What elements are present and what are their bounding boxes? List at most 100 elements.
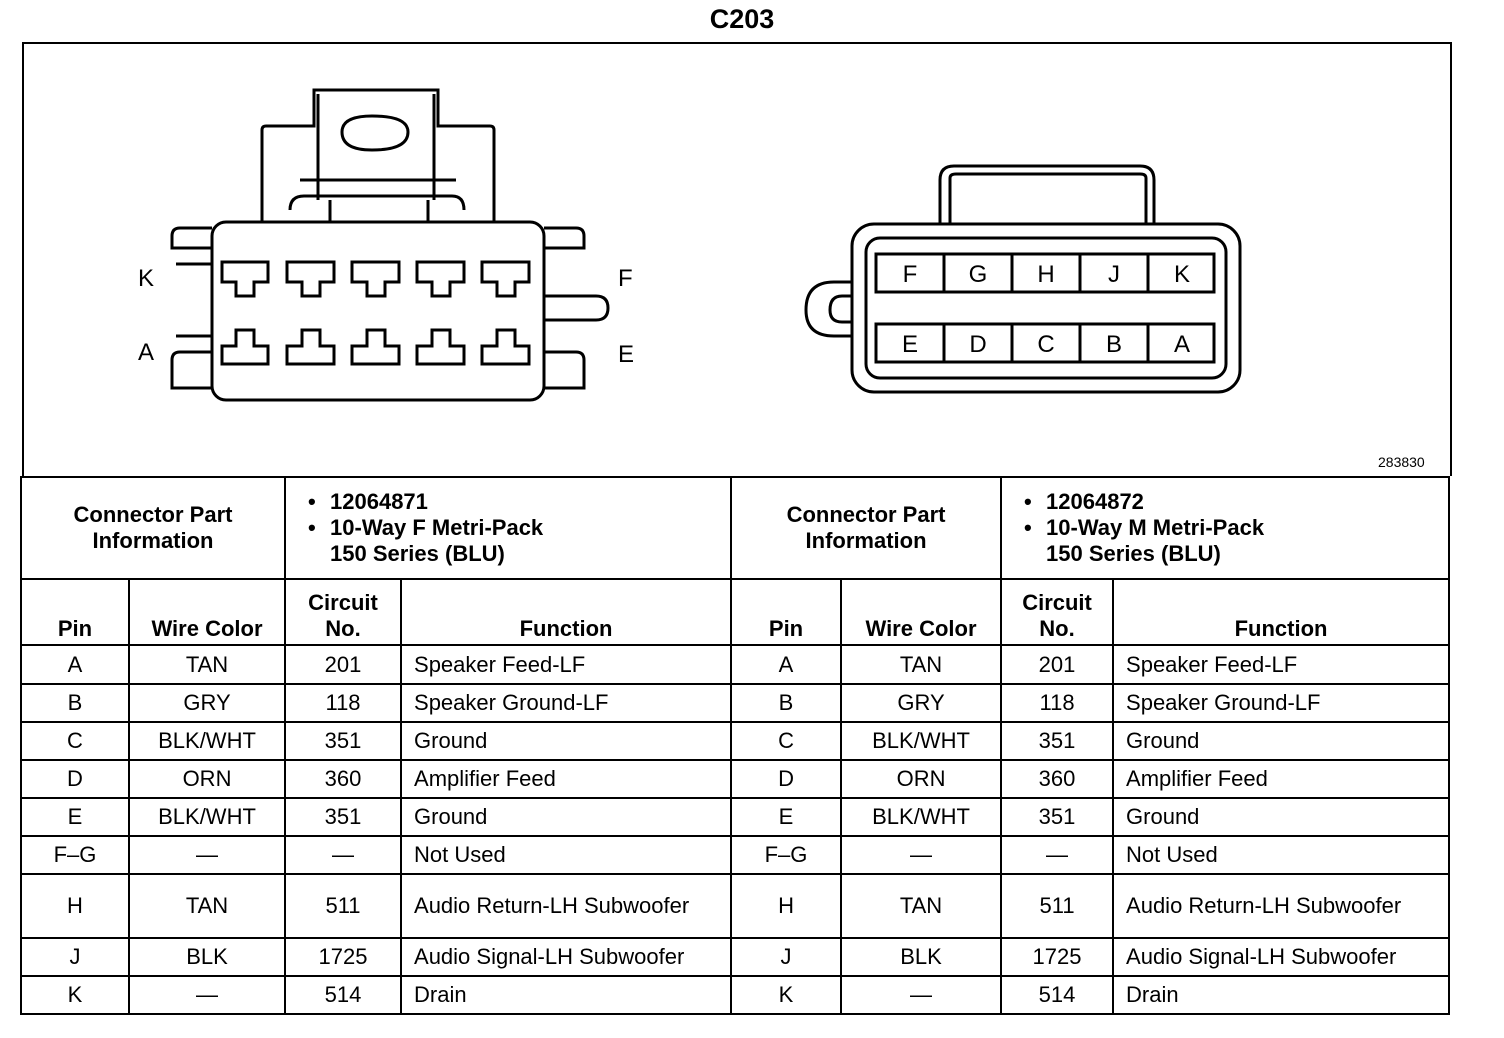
function-cell: Ground xyxy=(400,797,733,837)
function-cell: Audio Return-LH Subwoofer xyxy=(1112,873,1451,939)
function-cell: Speaker Ground-LF xyxy=(1112,683,1451,723)
pin-cell: D xyxy=(730,759,843,799)
wire-color-cell: — xyxy=(127,975,287,1015)
male-pin-label: J xyxy=(1108,261,1120,288)
male-connector-labels: F G H J K E D C B A xyxy=(902,261,1190,358)
circuit-cell: 351 xyxy=(284,721,403,761)
connector-illustrations: K A F E F G H J K E D C B A xyxy=(138,88,1242,402)
part-description: 10-Way M Metri-Pack xyxy=(1046,515,1265,540)
column-header-row: Pin Wire Color Circuit No. Function Pin … xyxy=(20,578,1451,646)
wire-color-cell: BLK/WHT xyxy=(127,797,287,837)
female-label-f: F xyxy=(618,265,633,292)
connector-part-info-label: Connector Part Information xyxy=(730,476,1003,580)
circuit-cell: 511 xyxy=(1000,873,1115,939)
function-cell: Audio Return-LH Subwoofer xyxy=(400,873,733,939)
circuit-cell: 1725 xyxy=(284,937,403,977)
female-connector xyxy=(170,88,610,402)
part-number: 12064871 xyxy=(330,489,428,514)
wire-color-cell: BLK/WHT xyxy=(127,721,287,761)
wire-color-cell: TAN xyxy=(840,873,1003,939)
wire-color-cell: — xyxy=(840,835,1003,875)
male-pin-label: E xyxy=(902,331,918,358)
function-cell: Ground xyxy=(1112,721,1451,761)
wire-color-cell: GRY xyxy=(840,683,1003,723)
pin-cell: E xyxy=(730,797,843,837)
connector-part-info-label: Connector Part Information xyxy=(19,476,287,580)
part-series: 150 Series (BLU) xyxy=(1046,541,1221,566)
wire-color-cell: GRY xyxy=(127,683,287,723)
pin-cell: B xyxy=(20,683,130,723)
pin-cell: C xyxy=(730,721,843,761)
figure-reference-id: 283830 xyxy=(1378,454,1425,470)
part-description: 10-Way F Metri-Pack xyxy=(330,515,544,540)
circuit-cell: 201 xyxy=(1000,644,1115,685)
pin-cell: J xyxy=(730,937,843,977)
circuit-cell: 118 xyxy=(284,683,403,723)
pin-cell: F–G xyxy=(730,835,843,875)
header-pin: Pin xyxy=(20,578,130,646)
wire-color-cell: — xyxy=(127,835,287,875)
circuit-cell: 118 xyxy=(1000,683,1115,723)
pin-cell: A xyxy=(730,644,843,685)
pin-cell: H xyxy=(730,873,843,939)
circuit-cell: 351 xyxy=(284,797,403,837)
function-cell: Speaker Ground-LF xyxy=(400,683,733,723)
pinout-table: Connector Part Information •12064871 •10… xyxy=(19,476,1451,1015)
function-cell: Not Used xyxy=(1112,835,1451,875)
wire-color-cell: BLK xyxy=(840,937,1003,977)
pin-cell: H xyxy=(20,873,130,939)
circuit-cell: 360 xyxy=(284,759,403,799)
pin-cell: K xyxy=(730,975,843,1015)
circuit-cell: 201 xyxy=(284,644,403,685)
wire-color-cell: BLK xyxy=(127,937,287,977)
male-connector xyxy=(804,164,1242,394)
male-pin-label: F xyxy=(903,261,918,288)
pin-cell: E xyxy=(20,797,130,837)
function-cell: Audio Signal-LH Subwoofer xyxy=(1112,937,1451,977)
connector-diagram-frame xyxy=(22,42,1452,476)
wire-color-cell: BLK/WHT xyxy=(840,721,1003,761)
circuit-cell: 511 xyxy=(284,873,403,939)
header-function: Function xyxy=(400,578,733,646)
pin-cell: F–G xyxy=(20,835,130,875)
function-cell: Speaker Feed-LF xyxy=(400,644,733,685)
circuit-cell: — xyxy=(1000,835,1115,875)
header-pin: Pin xyxy=(730,578,843,646)
header-wire-color: Wire Color xyxy=(127,578,287,646)
function-cell: Drain xyxy=(400,975,733,1015)
header-function: Function xyxy=(1112,578,1451,646)
function-cell: Ground xyxy=(1112,797,1451,837)
wire-color-cell: TAN xyxy=(840,644,1003,685)
header-circuit: Circuit No. xyxy=(284,578,403,646)
male-pin-label: A xyxy=(1174,331,1190,358)
circuit-cell: 351 xyxy=(1000,797,1115,837)
part-info-row: Connector Part Information •12064871 •10… xyxy=(19,476,1451,580)
header-circuit: Circuit No. xyxy=(1000,578,1115,646)
pin-cell: D xyxy=(20,759,130,799)
function-cell: Not Used xyxy=(400,835,733,875)
wire-color-cell: — xyxy=(840,975,1003,1015)
diagram-title: C203 xyxy=(709,4,775,34)
male-pin-label: G xyxy=(969,261,988,288)
wire-color-cell: ORN xyxy=(840,759,1003,799)
male-pin-label: D xyxy=(969,331,986,358)
part-series: 150 Series (BLU) xyxy=(330,541,505,566)
function-cell: Amplifier Feed xyxy=(1112,759,1451,799)
function-cell: Drain xyxy=(1112,975,1451,1015)
circuit-cell: 514 xyxy=(1000,975,1115,1015)
pin-cell: J xyxy=(20,937,130,977)
male-pin-label: H xyxy=(1037,261,1054,288)
header-wire-color: Wire Color xyxy=(840,578,1003,646)
circuit-cell: 351 xyxy=(1000,721,1115,761)
pin-cell: A xyxy=(20,644,130,685)
wire-color-cell: TAN xyxy=(127,873,287,939)
circuit-cell: 1725 xyxy=(1000,937,1115,977)
